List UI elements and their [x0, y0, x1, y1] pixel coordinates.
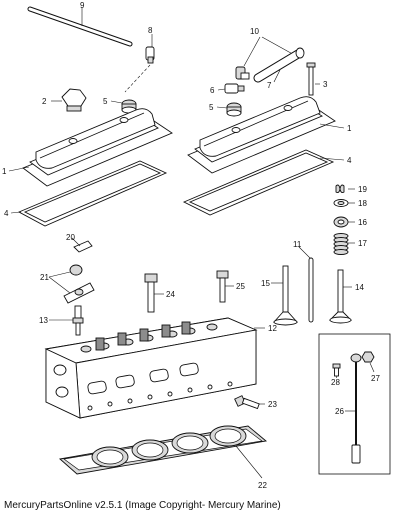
leader-4b [319, 157, 345, 161]
pcv-valve-part[interactable] [224, 83, 245, 94]
pushrod-guide-part[interactable] [73, 240, 93, 253]
intake-valve-part[interactable] [272, 265, 299, 326]
head-bolt-long-part[interactable] [144, 273, 158, 313]
rocker-arm-part[interactable] [63, 264, 95, 304]
temperature-sender-part[interactable] [350, 353, 362, 464]
leader-27 [369, 362, 375, 373]
callout-11[interactable]: 11 [293, 240, 302, 249]
callout-7[interactable]: 7 [267, 81, 272, 90]
oil-filler-cap-part[interactable] [61, 88, 87, 112]
callout-28[interactable]: 28 [331, 378, 340, 387]
callout-27[interactable]: 27 [371, 374, 380, 383]
callout-14[interactable]: 14 [355, 283, 364, 292]
callout-22[interactable]: 22 [258, 481, 267, 490]
leader-6 [217, 88, 226, 91]
callout-24[interactable]: 24 [166, 290, 175, 299]
callout-5b[interactable]: 5 [209, 103, 214, 112]
inset-box [318, 333, 391, 475]
copyright-caption: MercuryPartsOnline v2.5.1 (Image Copyrig… [4, 500, 281, 511]
leader-7 [273, 69, 281, 83]
callout-1a[interactable]: 1 [2, 167, 7, 176]
valve-spring-part[interactable] [333, 233, 349, 255]
pushrod-part[interactable] [308, 257, 314, 323]
valve-keepers-part[interactable] [335, 184, 345, 194]
rocker-stud-part[interactable] [72, 305, 84, 336]
leader-11 [298, 246, 311, 259]
callout-18[interactable]: 18 [358, 199, 367, 208]
callout-4b[interactable]: 4 [347, 156, 352, 165]
leader-22 [235, 445, 263, 479]
callout-26[interactable]: 26 [335, 407, 344, 416]
callout-23[interactable]: 23 [268, 400, 277, 409]
callout-8[interactable]: 8 [148, 26, 153, 35]
callout-10[interactable]: 10 [250, 27, 259, 36]
valve-cover-right-part[interactable] [187, 96, 336, 174]
leader-10a [243, 36, 261, 67]
leader-1a [8, 166, 30, 172]
cylinder-head-part[interactable] [44, 317, 258, 419]
pcv-elbow-part[interactable] [235, 66, 250, 80]
callout-16[interactable]: 16 [358, 218, 367, 227]
callout-5a[interactable]: 5 [103, 97, 108, 106]
leader-5b [216, 106, 228, 109]
leader-1b [319, 123, 345, 129]
stud-part[interactable] [306, 62, 316, 96]
callout-12[interactable]: 12 [268, 324, 277, 333]
callout-21[interactable]: 21 [40, 273, 49, 282]
head-bolt-short-part[interactable] [216, 270, 229, 303]
callout-17[interactable]: 17 [358, 239, 367, 248]
fitting-28-part[interactable] [332, 363, 341, 377]
leader-20 [71, 237, 81, 247]
callout-4a[interactable]: 4 [4, 209, 9, 218]
leader-21b [48, 276, 71, 294]
grommet-right-part[interactable] [226, 102, 242, 117]
assembly-dash-8 [124, 64, 151, 93]
leader-5a [110, 100, 123, 104]
valve-cover-gasket-right-part[interactable] [182, 149, 335, 216]
callout-25[interactable]: 25 [236, 282, 245, 291]
callout-13[interactable]: 13 [39, 316, 48, 325]
head-gasket-part[interactable] [59, 425, 268, 475]
spring-retainer-part[interactable] [333, 199, 349, 207]
callout-9[interactable]: 9 [80, 1, 85, 10]
callout-6[interactable]: 6 [210, 86, 215, 95]
valve-cover-left-part[interactable] [22, 108, 173, 187]
pcv-hose-part[interactable] [253, 47, 305, 83]
vent-tube-part[interactable] [27, 6, 133, 47]
callout-3[interactable]: 3 [323, 80, 328, 89]
valve-cover-gasket-left-part[interactable] [17, 160, 168, 227]
callout-15[interactable]: 15 [261, 279, 270, 288]
callout-1b[interactable]: 1 [347, 124, 352, 133]
nut-27-part[interactable] [361, 351, 375, 363]
valve-seal-part[interactable] [333, 216, 349, 228]
callout-2[interactable]: 2 [42, 97, 47, 106]
leader-21a [48, 271, 71, 278]
elbow-fitting-part[interactable] [145, 46, 155, 64]
bolt-23-part[interactable] [234, 395, 260, 410]
callout-19[interactable]: 19 [358, 185, 367, 194]
callout-20[interactable]: 20 [66, 233, 75, 242]
exhaust-valve-part[interactable] [328, 269, 353, 324]
exploded-parts-diagram: 9 8 2 5 1 4 10 [2, 1, 391, 490]
leader-4a [10, 211, 22, 214]
